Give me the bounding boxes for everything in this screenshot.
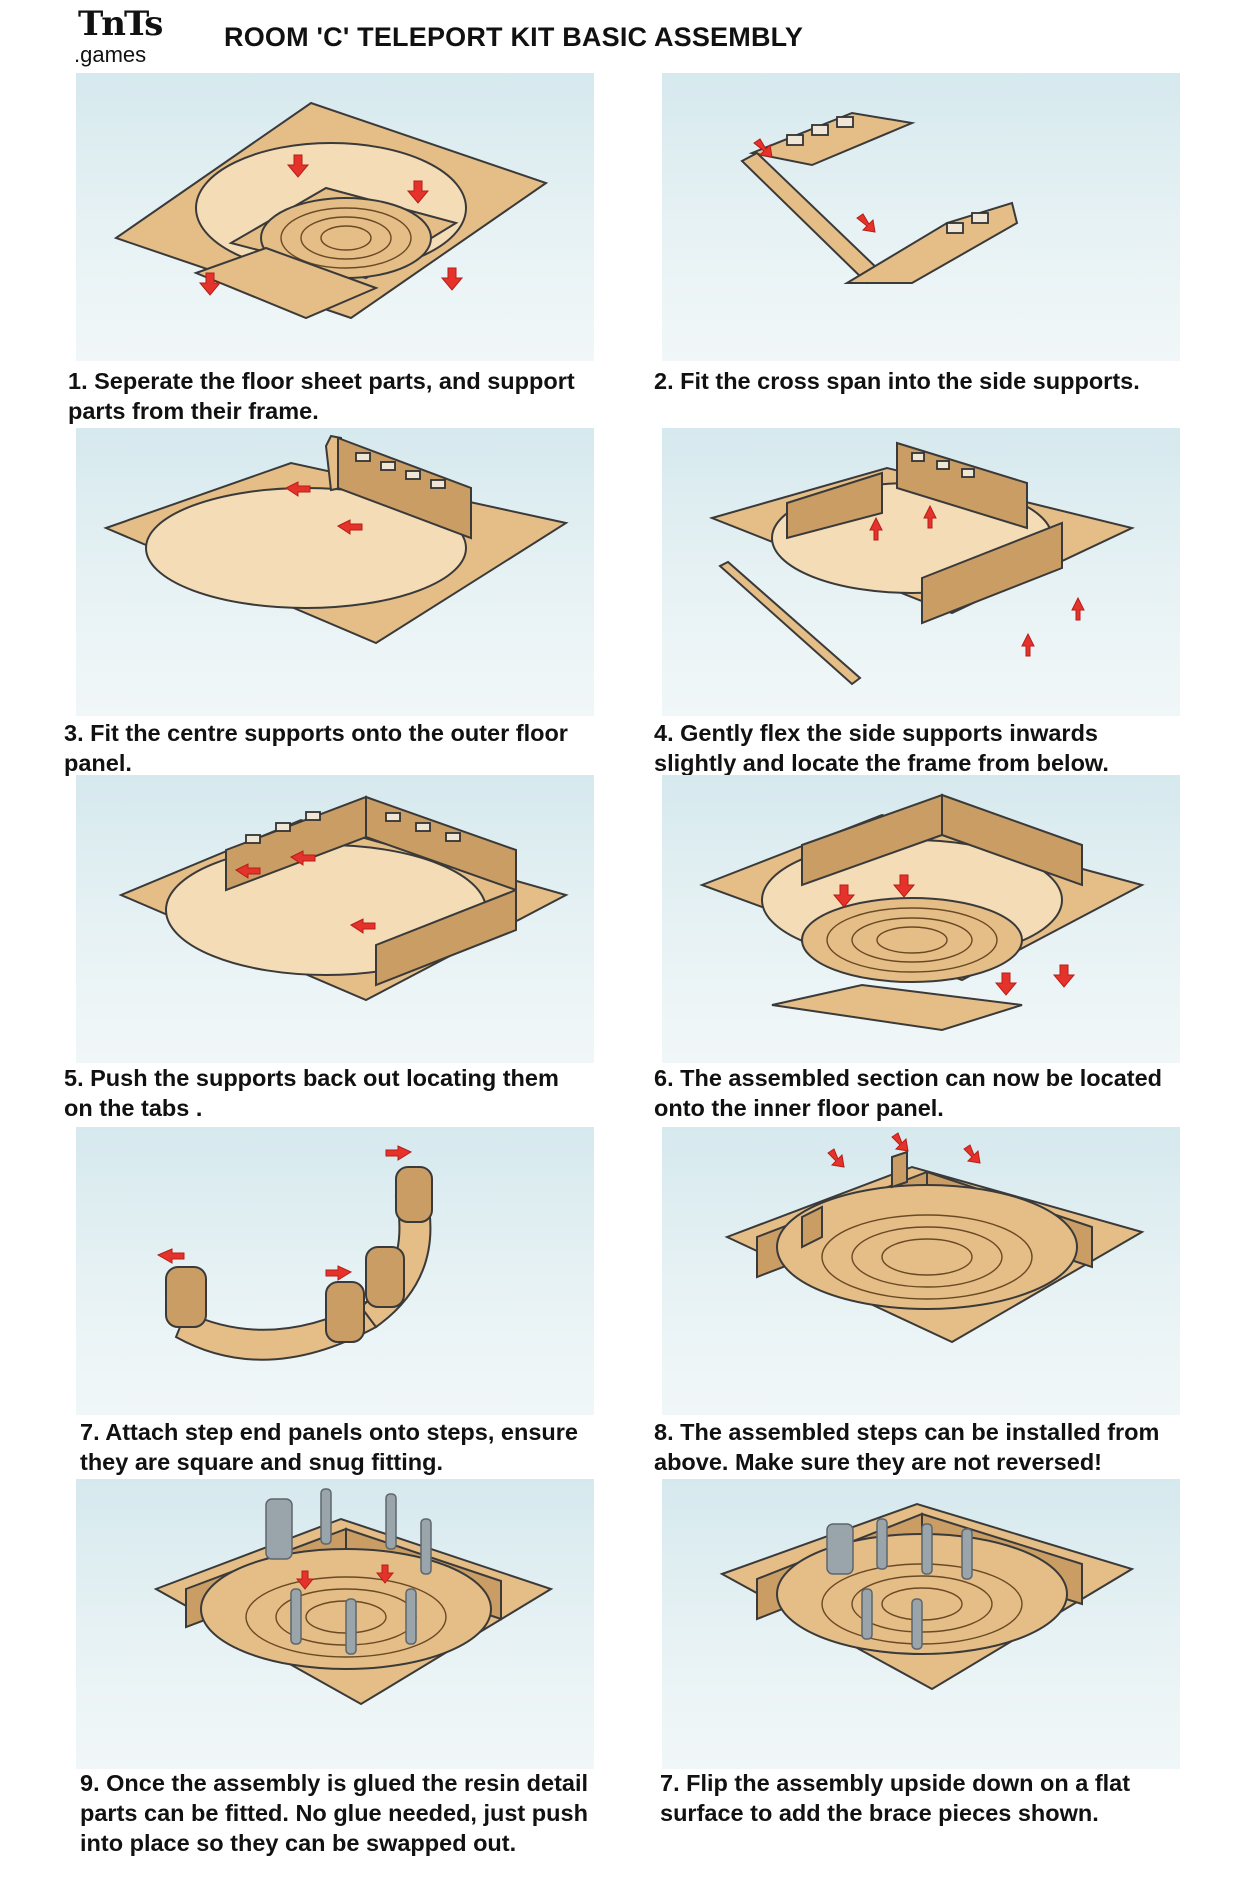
caption-line: into place so they can be swapped out. (80, 1830, 517, 1856)
caption-line: 5. Push the supports back out locating t… (64, 1065, 559, 1091)
caption-line: panel. (64, 750, 132, 776)
caption-line: 4. Gently flex the side supports inwards (654, 720, 1098, 746)
assembled-section-drawing (699, 793, 1145, 1032)
floor-sheet-drawing (113, 101, 549, 320)
step-5-caption: 5. Push the supports back out locating t… (64, 1063, 559, 1123)
caption-line: 9. Once the assembly is glued the resin … (80, 1770, 589, 1796)
step-2-illustration (662, 73, 1180, 361)
step-6-illustration (662, 775, 1180, 1063)
step-6-caption: 6. The assembled section can now be loca… (654, 1063, 1162, 1123)
step-3-illustration (76, 428, 594, 716)
step-2-caption: 2. Fit the cross span into the side supp… (654, 366, 1140, 396)
step-9-illustration (76, 1479, 594, 1769)
caption-line: 7. Flip the assembly upside down on a fl… (660, 1770, 1131, 1796)
step-10-illustration (662, 1479, 1180, 1769)
step-9-caption: 9. Once the assembly is glued the resin … (80, 1768, 588, 1858)
step-7-caption: 7. Attach step end panels onto steps, en… (80, 1417, 578, 1477)
caption-line: parts can be fitted. No glue needed, jus… (80, 1800, 588, 1826)
step-10-caption: 7. Flip the assembly upside down on a fl… (660, 1768, 1130, 1828)
step-4-illustration (662, 428, 1180, 716)
flex-supports-drawing (708, 441, 1135, 686)
step-3-caption: 3. Fit the centre supports onto the oute… (64, 718, 568, 778)
step-1-illustration (76, 73, 594, 361)
logo-sub-text: .games (74, 42, 147, 67)
step-1-caption: 1. Seperate the floor sheet parts, and s… (68, 366, 575, 426)
caption-line: 6. The assembled section can now be loca… (654, 1065, 1163, 1091)
caption-line: parts from their frame. (68, 398, 319, 424)
caption-line: on the tabs . (64, 1095, 203, 1121)
supports-out-drawing (118, 795, 569, 1002)
caption-line: 8. The assembled steps can be installed … (654, 1419, 1160, 1445)
caption-line: 3. Fit the centre supports onto the oute… (64, 720, 568, 746)
caption-line: 1. Seperate the floor sheet parts, and s… (68, 368, 575, 394)
resin-parts-drawing (153, 1488, 554, 1706)
outer-floor-drawing (103, 434, 569, 645)
step-7-illustration (76, 1127, 594, 1415)
brand-logo: TnTs .games (74, 4, 170, 67)
caption-line: onto the inner floor panel. (654, 1095, 944, 1121)
install-steps-drawing (724, 1132, 1145, 1344)
cross-span-drawing (740, 111, 1019, 285)
step-panels-drawing (156, 1145, 433, 1361)
logo-main-text: TnTs (78, 4, 163, 44)
flip-assembly-drawing (719, 1502, 1135, 1691)
step-8-illustration (662, 1127, 1180, 1415)
caption-line: they are square and snug fitting. (80, 1449, 443, 1475)
step-4-caption: 4. Gently flex the side supports inwards… (654, 718, 1109, 778)
step-8-caption: 8. The assembled steps can be installed … (654, 1417, 1159, 1477)
caption-line: 2. Fit the cross span into the side supp… (654, 368, 1140, 394)
caption-line: surface to add the brace pieces shown. (660, 1800, 1099, 1826)
caption-line: 7. Attach step end panels onto steps, en… (80, 1419, 578, 1445)
step-5-illustration (76, 775, 594, 1063)
caption-line: above. Make sure they are not reversed! (654, 1449, 1103, 1475)
page-title: ROOM 'C' TELEPORT KIT BASIC ASSEMBLY (224, 22, 804, 52)
caption-line: slightly and locate the frame from below… (654, 750, 1109, 776)
